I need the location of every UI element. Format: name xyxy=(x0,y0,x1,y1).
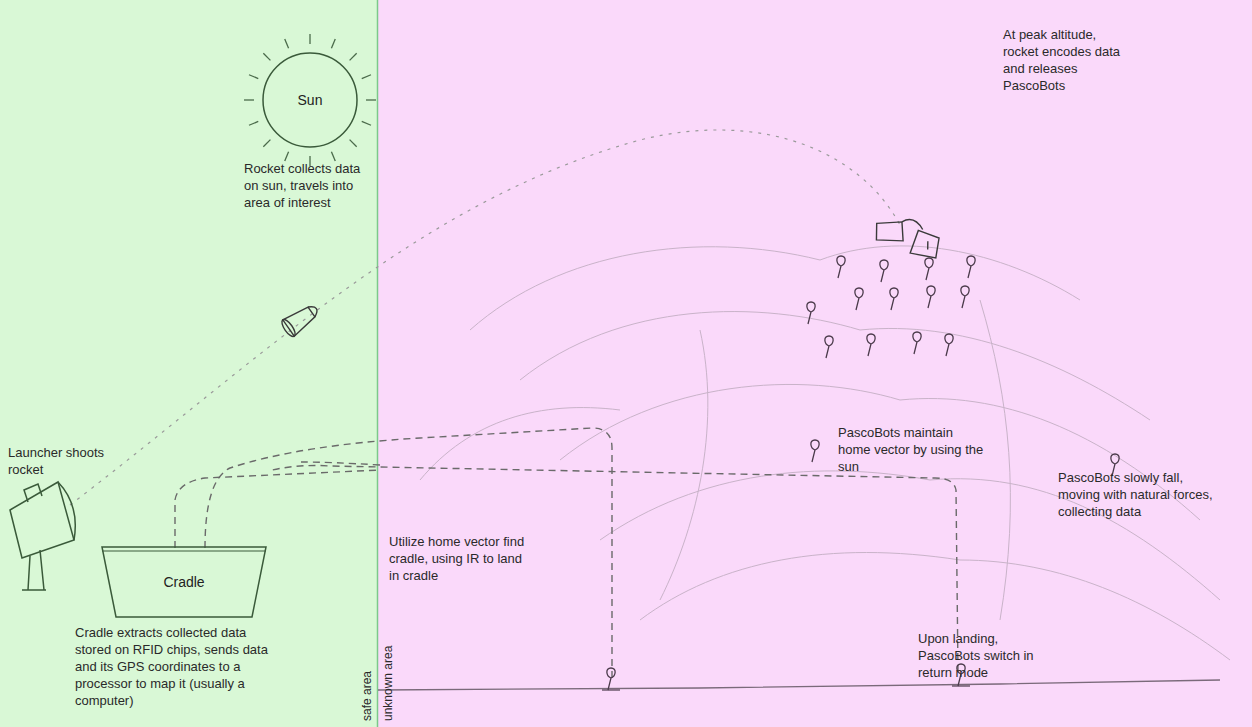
rocket-trajectory xyxy=(70,130,900,505)
pascobot xyxy=(945,334,953,356)
sun-ray xyxy=(309,34,310,44)
sun-ray xyxy=(350,53,357,60)
ground-line xyxy=(378,680,1220,690)
sun-ray xyxy=(366,99,376,100)
pascobot xyxy=(913,332,921,354)
step-note: PascoBots maintain home vector by using … xyxy=(838,424,984,475)
pencil-scribbles xyxy=(420,246,1230,660)
sun-ray xyxy=(249,121,258,125)
step-note: PascoBots slowly fall, moving with natur… xyxy=(1058,469,1220,520)
pascobot-base xyxy=(952,685,970,686)
sun-ray xyxy=(263,53,270,60)
pascobot xyxy=(967,256,975,278)
sun-rays xyxy=(244,34,376,166)
pascobot xyxy=(837,256,845,278)
rocket-at-peak xyxy=(872,211,944,260)
area-label: safe area xyxy=(360,671,375,721)
pascobot xyxy=(807,302,815,324)
pascobot xyxy=(961,286,969,308)
rocket xyxy=(280,300,323,338)
area-label: unknown area xyxy=(381,646,396,721)
pascobot xyxy=(855,288,863,310)
launcher xyxy=(10,482,75,590)
sun-ray xyxy=(331,152,335,161)
unknown-area-ground xyxy=(377,0,1252,727)
sun-ray xyxy=(244,99,254,100)
pascobot xyxy=(867,334,875,356)
step-note: Rocket collects data on sun, travels int… xyxy=(244,160,376,211)
pascobot xyxy=(880,260,888,282)
safe-area-ground xyxy=(0,0,377,727)
cradle-outline xyxy=(102,547,266,617)
step-note: Launcher shoots rocket xyxy=(8,444,120,478)
sun-ray xyxy=(285,39,289,48)
pascobot xyxy=(825,336,833,358)
sun-ray xyxy=(362,75,371,79)
step-note: Utilize home vector find cradle, using I… xyxy=(389,533,525,584)
sun-outline xyxy=(263,53,357,147)
node-title: Cradle xyxy=(163,574,204,590)
sun-ray xyxy=(285,152,289,161)
pascobot-base xyxy=(602,689,620,690)
sun-ray xyxy=(249,75,258,79)
sun-ray xyxy=(362,121,371,125)
step-note: At peak altitude, rocket encodes data an… xyxy=(1003,26,1127,94)
pascobot xyxy=(925,258,933,280)
sun-ray xyxy=(350,140,357,147)
cradle-rim xyxy=(102,551,266,552)
sun-ray xyxy=(263,140,270,147)
cradle-basket: Cradle xyxy=(100,545,268,619)
pascobot xyxy=(811,440,819,462)
pascobot xyxy=(607,668,615,690)
area-divider xyxy=(377,0,379,727)
node-title: Sun xyxy=(298,92,323,108)
pascobot xyxy=(890,288,898,310)
pascobot xyxy=(927,286,935,308)
step-note: Cradle extracts collected data stored on… xyxy=(75,624,269,709)
sun-circle: Sun xyxy=(262,52,358,148)
step-note: Upon landing, PascoBots switch in return… xyxy=(918,630,1058,681)
pascobots xyxy=(602,256,1119,690)
sun-ray xyxy=(331,39,335,48)
